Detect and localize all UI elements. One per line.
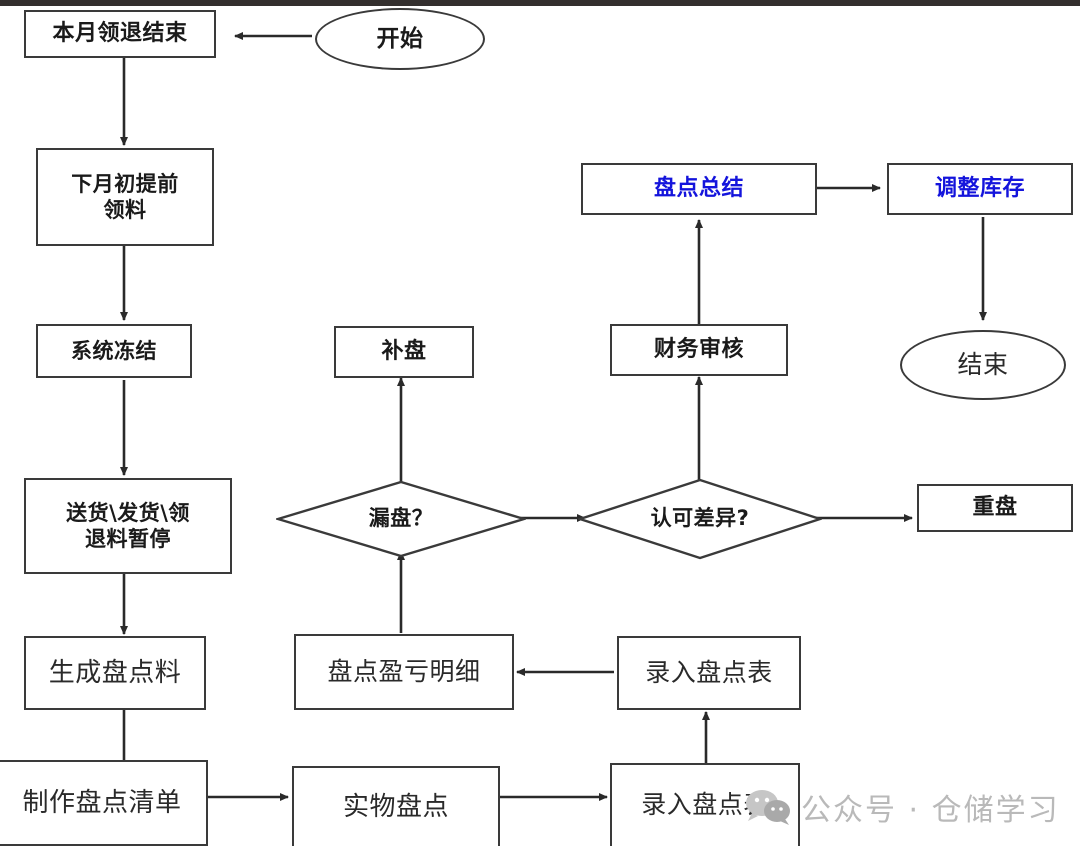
node-enter-sheet-upper-label: 录入盘点表 [645,658,773,688]
node-sys-freeze-label: 系统冻结 [71,338,157,363]
watermark: 公众号 · 仓储学习 [745,785,1060,829]
node-recount-fix[interactable]: 补盘 [334,326,474,378]
node-summary[interactable]: 盘点总结 [581,163,817,215]
node-start[interactable]: 开始 [315,8,485,70]
node-early-pick-label: 下月初提前 领料 [71,171,179,222]
watermark-text: 公众号 · 仓储学习 [801,793,1060,828]
node-gen-list-label: 生成盘点料 [48,657,182,688]
node-early-pick[interactable]: 下月初提前 领料 [36,148,214,246]
node-end-label: 结束 [957,350,1009,380]
node-adjust-stock-label: 调整库存 [934,176,1025,202]
node-gen-list[interactable]: 生成盘点料 [24,636,206,710]
node-fin-audit[interactable]: 财务审核 [610,324,788,376]
diamond-shape [276,480,526,558]
node-miss-check-label: 漏盘？ [368,506,434,531]
node-make-sheet-label: 制作盘点清单 [22,787,182,818]
node-make-sheet[interactable]: 制作盘点清单 [0,760,208,846]
node-enter-sheet-upper[interactable]: 录入盘点表 [617,636,801,710]
node-month-end[interactable]: 本月领退结束 [24,10,216,58]
node-phys-count[interactable]: 实物盘点 [292,766,500,846]
node-adjust-stock[interactable]: 调整库存 [887,163,1073,215]
node-pl-detail-label: 盘点盈亏明细 [327,657,481,687]
node-recount-label: 重盘 [972,495,1018,521]
node-recount-fix-label: 补盘 [381,339,427,365]
node-end[interactable]: 结束 [900,330,1066,400]
node-sys-freeze[interactable]: 系统冻结 [36,324,192,378]
node-pl-detail[interactable]: 盘点盈亏明细 [294,634,514,710]
node-miss-check[interactable]: 漏盘？ [276,480,526,558]
node-month-end-label: 本月领退结束 [52,21,188,47]
wechat-icon [746,790,790,825]
node-accept-diff[interactable]: 认可差异? [578,478,822,560]
top-band [0,0,1080,6]
diamond-shape [578,478,822,560]
node-phys-count-label: 实物盘点 [342,791,449,822]
node-suspend-label: 送货\发货\领 退料暂停 [66,500,190,551]
node-recount[interactable]: 重盘 [917,484,1073,532]
node-fin-audit-label: 财务审核 [653,337,744,363]
node-summary-label: 盘点总结 [653,176,744,202]
node-start-label: 开始 [376,25,424,52]
node-accept-diff-label: 认可差异? [650,506,750,531]
node-suspend[interactable]: 送货\发货\领 退料暂停 [24,478,232,574]
